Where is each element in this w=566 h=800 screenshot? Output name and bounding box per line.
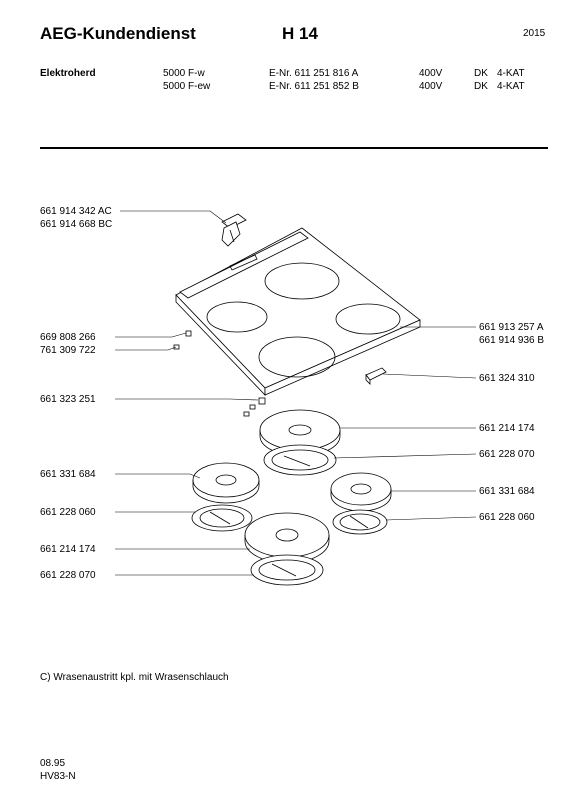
part-label: 661 228 070 xyxy=(40,570,96,581)
footnote: C) Wrasenaustritt kpl. mit Wrasenschlauc… xyxy=(40,672,229,683)
model-voltage: 400V xyxy=(419,68,443,79)
part-label: 661 214 174 xyxy=(40,544,96,555)
hotplate-left xyxy=(191,462,260,532)
connector-part xyxy=(365,367,387,385)
part-label: 661 331 684 xyxy=(479,486,535,497)
part-label: 661 324 310 xyxy=(479,373,535,384)
appliance-label: Elektroherd xyxy=(40,68,96,79)
part-label: 661 228 060 xyxy=(479,512,535,523)
model-enr: E-Nr. 611 251 852 B xyxy=(269,81,359,92)
leader-lines xyxy=(115,210,477,576)
part-label: 661 214 174 xyxy=(479,423,535,434)
brand-title: AEG-Kundendienst xyxy=(40,24,196,43)
part-label: 661 914 342 AC xyxy=(40,206,112,217)
model-kat: 4-KAT xyxy=(497,81,525,92)
model-kat: 4-KAT xyxy=(497,68,525,79)
part-label: 761 309 722 xyxy=(40,345,96,356)
header-divider xyxy=(40,147,548,149)
model-country: DK xyxy=(474,81,488,92)
document-number: 2015 xyxy=(523,28,546,39)
part-label: 661 914 668 BC xyxy=(40,219,113,230)
screws xyxy=(173,330,266,417)
part-label: 661 228 060 xyxy=(40,507,96,518)
model-country: DK xyxy=(474,68,488,79)
model-name: 5000 F-ew xyxy=(163,81,211,92)
part-label: 661 228 070 xyxy=(479,449,535,460)
hotplate-top xyxy=(259,409,341,476)
footer-date: 08.95 xyxy=(40,758,66,769)
part-label: 661 913 257 A xyxy=(479,322,544,333)
part-label: 661 331 684 xyxy=(40,469,96,480)
model-name: 5000 F-w xyxy=(163,68,205,79)
part-label: 661 914 936 B xyxy=(479,335,545,346)
part-label: 661 323 251 xyxy=(40,394,96,405)
model-voltage: 400V xyxy=(419,81,443,92)
cooktop-panel xyxy=(175,227,421,396)
part-label: 669 808 266 xyxy=(40,332,96,343)
document-code: H 14 xyxy=(282,24,318,43)
hotplate-bottom xyxy=(244,512,330,586)
hotplate-right xyxy=(330,472,392,535)
model-enr: E-Nr. 611 251 816 A xyxy=(269,68,359,79)
footer-doc-code: HV83-N xyxy=(40,771,76,782)
vent-knob xyxy=(221,213,247,247)
